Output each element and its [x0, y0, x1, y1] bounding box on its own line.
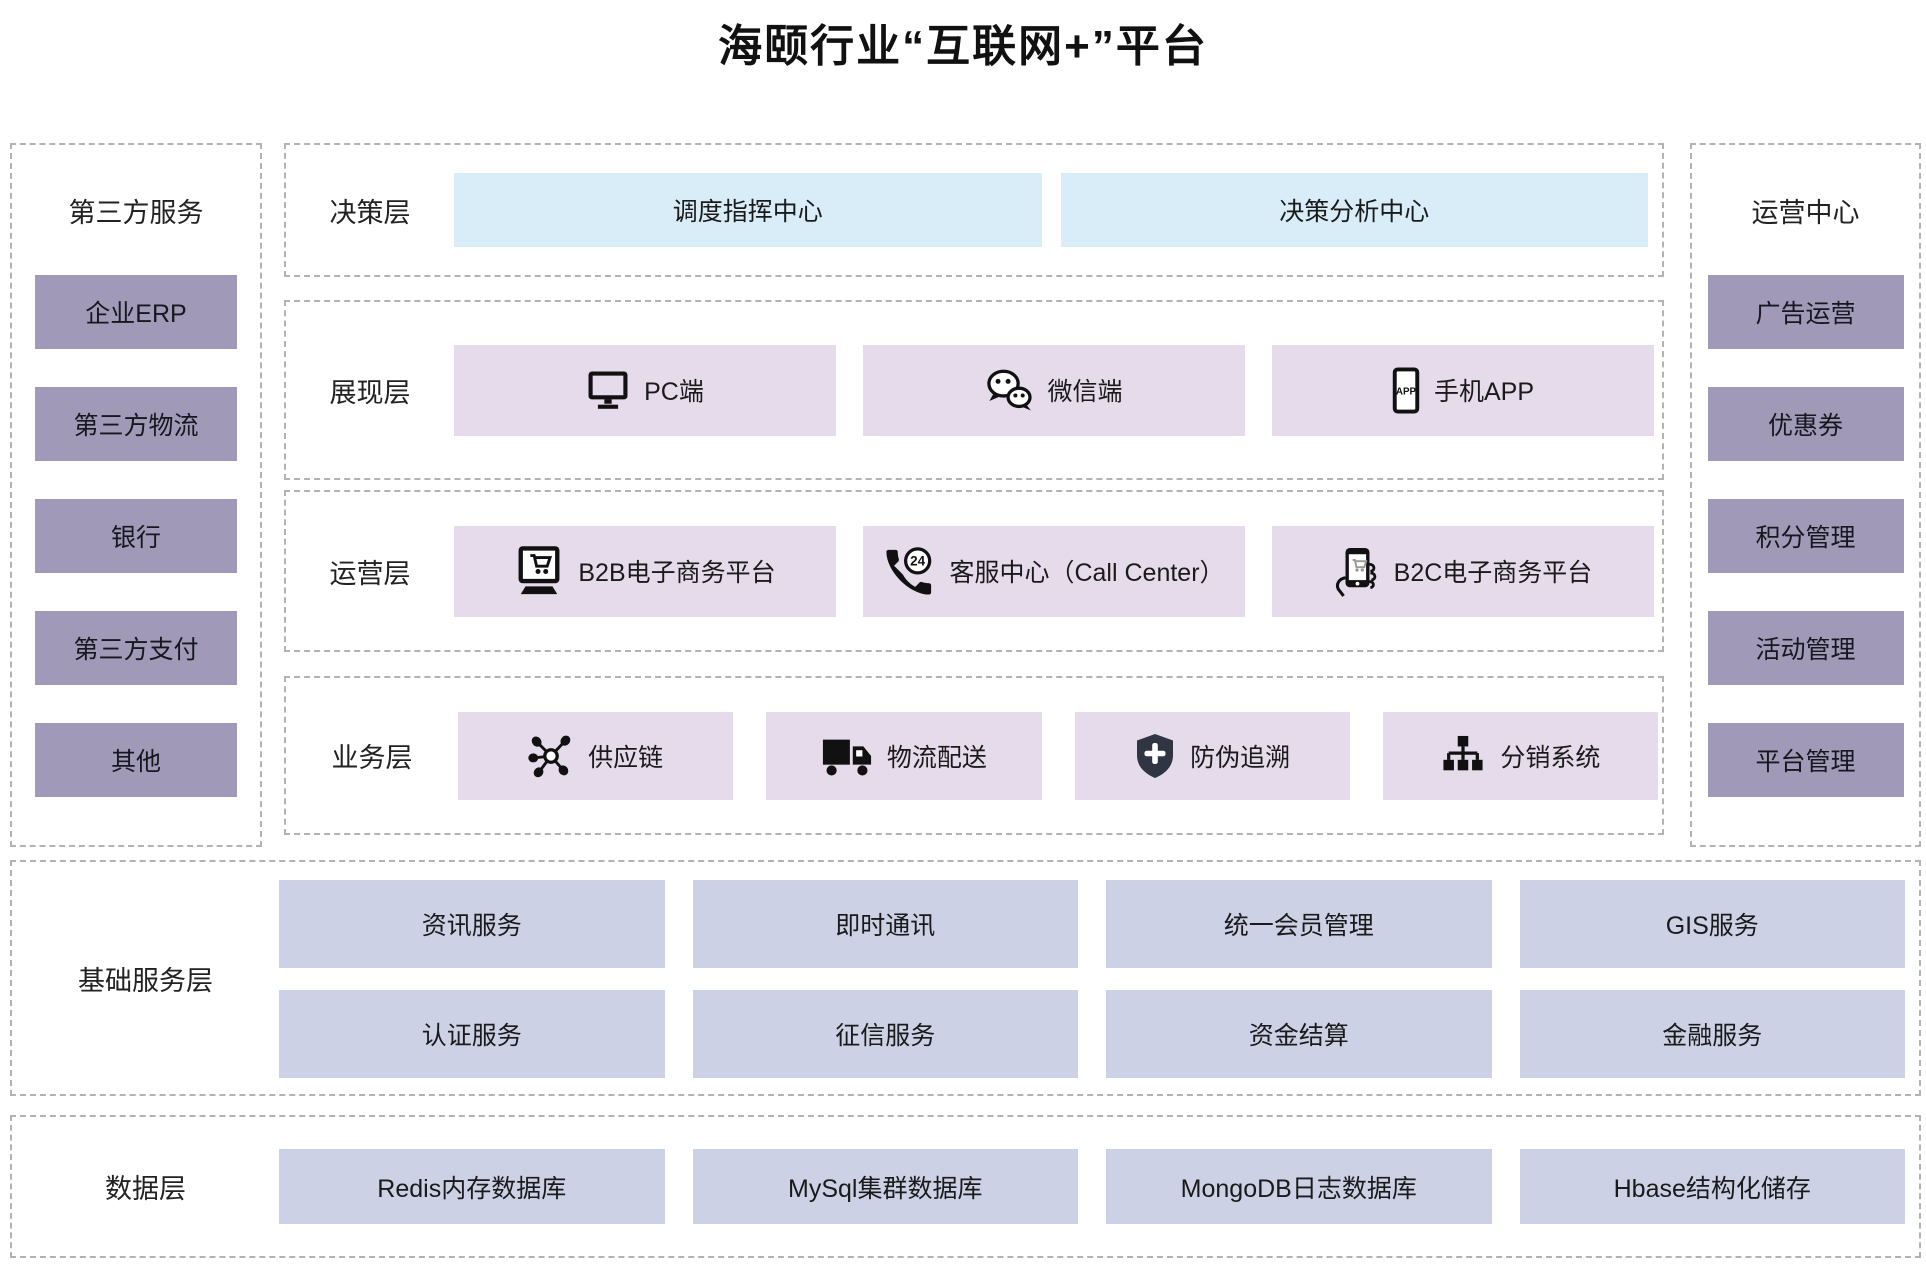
diagram-title: 海颐行业“互联网+”平台: [718, 22, 1208, 71]
svg-text:24: 24: [911, 554, 926, 569]
finance-service-box: 金融服务: [1519, 990, 1905, 1078]
wechat-icon: [985, 369, 1033, 411]
mysql-db-box: MySql集群数据库: [692, 1149, 1078, 1224]
operation-layer-row: 运营层 B2B电子商务平台 24 客服中心（Call Center）: [284, 490, 1664, 652]
decision-layer-label: 决策层: [329, 197, 411, 228]
supply-chain-box: 供应链: [458, 711, 734, 800]
wechat-client-label: 微信端: [1047, 378, 1123, 406]
business-layer-label: 业务层: [331, 743, 413, 773]
dispatch-command-center-box: 调度指挥中心: [454, 173, 1042, 247]
fund-settlement-box: 资金结算: [1106, 990, 1492, 1078]
svg-text:APP: APP: [1396, 386, 1417, 397]
operation-center-panel-title: 运营中心: [1751, 197, 1860, 228]
operation-center-panel: 运营中心 广告运营 优惠券 积分管理 活动管理 平台管理: [1690, 143, 1921, 847]
operation-item-activity: 活动管理: [1707, 611, 1904, 685]
pc-client-label: PC端: [644, 378, 704, 406]
anti-counterfeit-box: 防伪追溯: [1074, 711, 1350, 800]
instant-messaging-box: 即时通讯: [692, 880, 1078, 968]
operation-item-platform: 平台管理: [1707, 723, 1904, 797]
distribution-label: 分销系统: [1500, 743, 1601, 772]
business-layer-row: 业务层 供应链: [284, 676, 1664, 835]
member-management-box: 统一会员管理: [1106, 880, 1492, 968]
presentation-layer-row: 展现层 PC端 微信端: [284, 300, 1664, 480]
distribution-box: 分销系统: [1382, 711, 1658, 800]
logistics-label: 物流配送: [886, 743, 987, 772]
data-layer-panel: 数据层 Redis内存数据库 MySql集群数据库 MongoDB日志数据库 H…: [10, 1115, 1921, 1258]
operation-item-ads: 广告运营: [1707, 275, 1904, 349]
pc-icon: [586, 370, 630, 410]
auth-service-box: 认证服务: [279, 990, 665, 1078]
base-service-grid: 资讯服务 即时通讯 统一会员管理 GIS服务 认证服务 征信服务 资金结算 金融…: [279, 862, 1919, 1094]
third-party-panel: 第三方服务 企业ERP 第三方物流 银行 第三方支付 其他: [10, 143, 262, 847]
redis-db-box: Redis内存数据库: [279, 1149, 665, 1224]
third-party-item-bank: 银行: [35, 499, 237, 573]
call-center-label: 客服中心（Call Center）: [949, 559, 1225, 587]
supply-chain-icon: [528, 733, 574, 779]
third-party-panel-title: 第三方服务: [68, 197, 204, 228]
gis-service-box: GIS服务: [1519, 880, 1905, 968]
third-party-item-payment: 第三方支付: [35, 611, 237, 685]
data-layer-label: 数据层: [105, 1174, 186, 1204]
pc-client-box: PC端: [454, 344, 836, 436]
mongodb-db-box: MongoDB日志数据库: [1106, 1149, 1492, 1224]
b2c-platform-box: B2C电子商务平台: [1272, 525, 1654, 617]
data-layer-grid: Redis内存数据库 MySql集群数据库 MongoDB日志数据库 Hbase…: [279, 1117, 1919, 1256]
decision-layer-row: 决策层 调度指挥中心 决策分析中心: [284, 143, 1664, 277]
b2b-platform-box: B2B电子商务平台: [454, 525, 836, 617]
operation-item-points: 积分管理: [1707, 499, 1904, 573]
anti-counterfeit-label: 防伪追溯: [1190, 743, 1291, 772]
distribution-tree-icon: [1440, 735, 1486, 777]
operation-layer-label: 运营层: [329, 558, 411, 589]
phone-app-icon: APP: [1392, 366, 1420, 414]
b2b-ecommerce-icon: [514, 546, 564, 596]
presentation-layer-label: 展现层: [329, 377, 411, 408]
base-service-panel: 基础服务层 资讯服务 即时通讯 统一会员管理 GIS服务 认证服务 征信服务 资…: [10, 860, 1921, 1096]
third-party-item-logistics: 第三方物流: [35, 387, 237, 461]
info-service-box: 资讯服务: [279, 880, 665, 968]
callcenter-24-icon: 24: [883, 546, 935, 596]
mobile-app-label: 手机APP: [1433, 378, 1535, 406]
b2c-ecommerce-icon: [1334, 545, 1380, 597]
third-party-item-erp: 企业ERP: [35, 275, 237, 349]
logistics-truck-icon: [821, 734, 873, 778]
mobile-app-box: APP 手机APP: [1272, 344, 1654, 436]
call-center-box: 24 客服中心（Call Center）: [863, 525, 1245, 617]
credit-service-box: 征信服务: [692, 990, 1078, 1078]
third-party-item-other: 其他: [35, 723, 237, 797]
hbase-storage-box: Hbase结构化储存: [1519, 1149, 1905, 1224]
wechat-client-box: 微信端: [863, 344, 1245, 436]
operation-item-coupon: 优惠券: [1707, 387, 1904, 461]
anti-counterfeit-shield-icon: [1134, 732, 1176, 780]
base-service-label: 基础服务层: [78, 965, 213, 996]
b2c-platform-label: B2C电子商务平台: [1393, 559, 1593, 587]
b2b-platform-label: B2B电子商务平台: [578, 559, 776, 587]
supply-chain-label: 供应链: [588, 743, 664, 772]
logistics-box: 物流配送: [766, 711, 1042, 800]
decision-analysis-center-box: 决策分析中心: [1060, 173, 1648, 247]
